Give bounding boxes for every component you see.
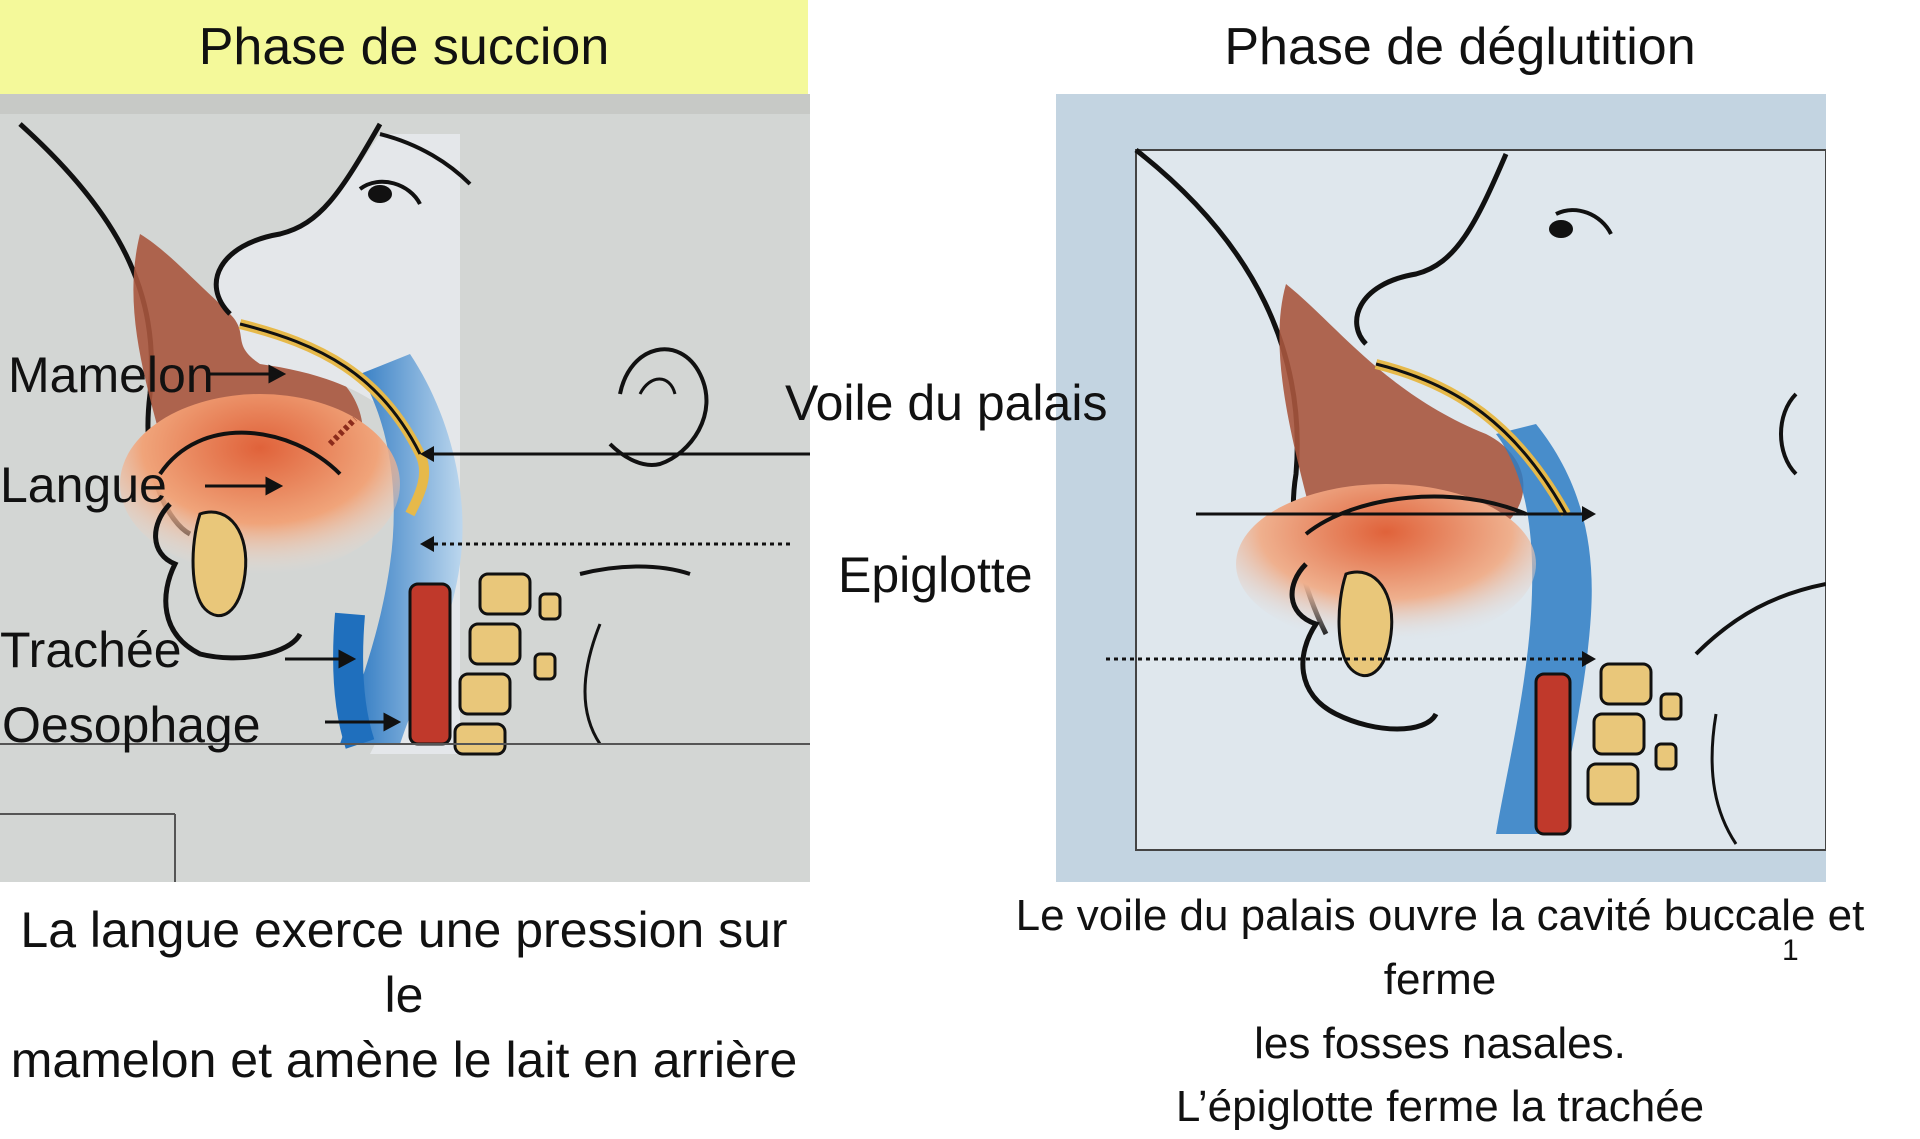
- succion-diagram-photo: [0, 94, 810, 882]
- caption-deglutition: Le voile du palais ouvre la cavité bucca…: [960, 884, 1920, 1139]
- succion-diagram-drawing: [0, 94, 810, 882]
- deglutition-diagram-photo: [1056, 94, 1826, 882]
- title-phase-succion-text: Phase de succion: [198, 18, 610, 76]
- caption-succion-line-2: mamelon et amène le lait en arrière: [10, 1032, 798, 1088]
- label-voile-du-palais: Voile du palais: [785, 375, 1108, 431]
- caption-deglutition-line-1: Le voile du palais ouvre la cavité bucca…: [1015, 891, 1865, 1004]
- label-oesophage: Oesophage: [2, 697, 261, 753]
- label-langue: Langue: [0, 457, 167, 513]
- title-phase-succion: Phase de succion: [0, 0, 808, 94]
- caption-succion: La langue exerce une pression sur le mam…: [0, 898, 808, 1093]
- label-trachee: Trachée: [0, 622, 182, 678]
- page-number: 1: [1782, 934, 1799, 967]
- title-phase-deglutition-text: Phase de déglutition: [1224, 18, 1696, 76]
- caption-deglutition-line-2: les fosses nasales.: [1254, 1018, 1626, 1068]
- label-mamelon: Mamelon: [8, 347, 214, 403]
- label-epiglotte: Epiglotte: [838, 547, 1033, 603]
- caption-succion-line-1: La langue exerce une pression sur le: [20, 902, 788, 1023]
- title-phase-deglutition: Phase de déglutition: [1040, 0, 1880, 94]
- deglutition-diagram-drawing: [1056, 94, 1826, 882]
- caption-deglutition-line-3: L’épiglotte ferme la trachée: [1175, 1082, 1705, 1132]
